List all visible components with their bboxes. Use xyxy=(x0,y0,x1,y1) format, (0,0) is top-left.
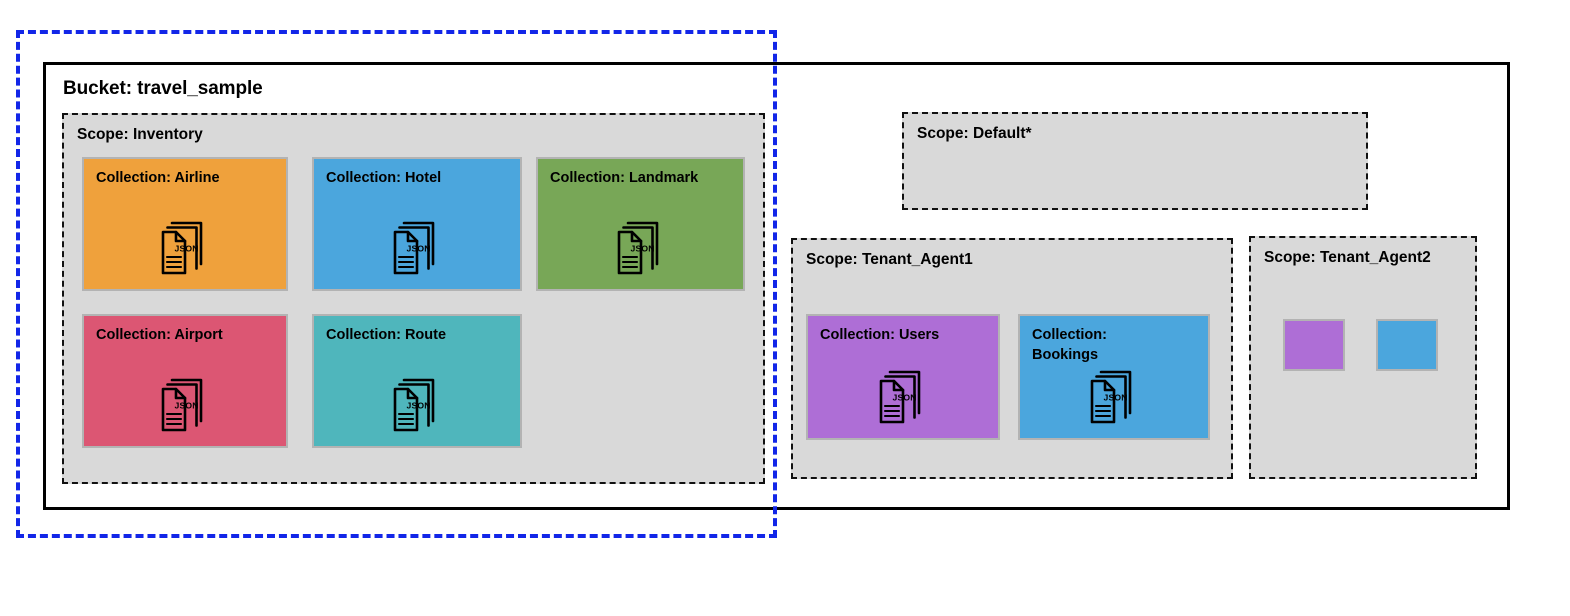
svg-text:JSON: JSON xyxy=(407,401,431,411)
svg-text:JSON: JSON xyxy=(175,244,199,254)
bucket-title: Bucket: travel_sample xyxy=(63,78,263,99)
svg-text:JSON: JSON xyxy=(630,244,654,254)
collection-users[interactable]: Collection: Users JSON xyxy=(806,314,1000,440)
collection-airport[interactable]: Collection: Airport JSON xyxy=(82,314,288,448)
json-documents-icon: JSON xyxy=(384,214,450,280)
collection-bookings-label: Collection: Bookings xyxy=(1032,327,1107,363)
collection-users-label: Collection: Users xyxy=(820,327,940,343)
collection-hotel[interactable]: Collection: Hotel JSON xyxy=(312,157,522,291)
collection-landmark-label: Collection: Landmark xyxy=(550,170,699,186)
svg-text:JSON: JSON xyxy=(1104,393,1128,403)
svg-text:JSON: JSON xyxy=(175,401,199,411)
scope-default-label: Scope: Default* xyxy=(917,125,1032,142)
scope-default: Scope: Default* xyxy=(902,112,1368,210)
collection-route[interactable]: Collection: Route JSON xyxy=(312,314,522,448)
json-documents-icon: JSON xyxy=(152,371,218,437)
json-documents-icon: JSON xyxy=(1081,363,1147,429)
collection-airline-label: Collection: Airline xyxy=(96,170,220,186)
svg-text:JSON: JSON xyxy=(407,244,431,254)
collection-hotel-label: Collection: Hotel xyxy=(326,170,442,186)
json-documents-icon: JSON xyxy=(608,214,674,280)
scope-tenant-agent2-label: Scope: Tenant_Agent2 xyxy=(1264,249,1431,266)
collection-route-label: Collection: Route xyxy=(326,327,447,343)
collection-swatch-blue[interactable] xyxy=(1376,319,1438,371)
json-documents-icon: JSON xyxy=(384,371,450,437)
scope-inventory-label: Scope: Inventory xyxy=(77,126,203,143)
json-documents-icon: JSON xyxy=(870,363,936,429)
collection-landmark[interactable]: Collection: Landmark JSON xyxy=(536,157,745,291)
collection-bookings[interactable]: Collection: Bookings JSON xyxy=(1018,314,1210,440)
scope-tenant-agent1-label: Scope: Tenant_Agent1 xyxy=(806,251,973,268)
collection-swatch-purple[interactable] xyxy=(1283,319,1345,371)
svg-text:JSON: JSON xyxy=(893,393,917,403)
json-documents-icon: JSON xyxy=(152,214,218,280)
collection-airport-label: Collection: Airport xyxy=(96,327,223,343)
collection-airline[interactable]: Collection: Airline JSON xyxy=(82,157,288,291)
